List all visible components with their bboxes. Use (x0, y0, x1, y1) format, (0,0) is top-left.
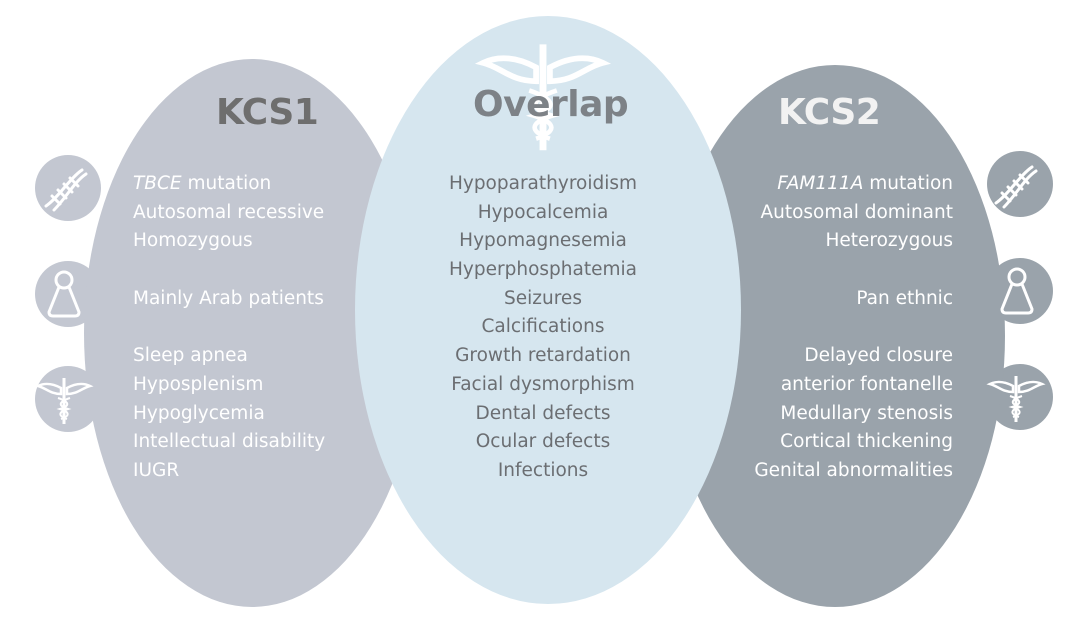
overlap-text: Hypoparathyroidism Hypocalcemia Hypomagn… (390, 170, 696, 486)
kcs2-genetics: Heterozygous (825, 230, 953, 252)
kcs1-icon-circles (35, 155, 101, 432)
kcs1-circle (84, 59, 420, 607)
kcs2-text: FAM111A mutation Autosomal dominant Hete… (754, 170, 953, 486)
overlap-feature: Hypomagnesemia (459, 230, 627, 252)
overlap-title: Overlap (473, 84, 629, 125)
kcs1-genetics: Autosomal recessive (133, 201, 325, 223)
overlap-feature: Hypoparathyroidism (448, 173, 638, 194)
kcs2-title: KCS2 (778, 92, 881, 133)
overlap-feature: Seizures (504, 287, 582, 309)
overlap-circle (355, 16, 741, 604)
kcs2-feature: anterior fontanelle (780, 373, 953, 395)
kcs1-feature: Intellectual disability (133, 431, 326, 453)
gene-name: FAM111A (777, 173, 864, 194)
kcs1-gene-line: TBCE mutation (133, 170, 325, 199)
kcs2-feature: Medullary stenosis (780, 402, 953, 424)
overlap-feature: Growth retardation (455, 345, 631, 367)
kcs1-genetics: Homozygous (133, 230, 253, 252)
kcs1-feature: IUGR (133, 459, 180, 481)
overlap-feature: Infections (497, 459, 589, 481)
kcs1-feature: Sleep apnea (133, 345, 248, 367)
kcs2-gene-line: FAM111A mutation (754, 170, 953, 199)
kcs1-population: Mainly Arab patients (133, 287, 324, 309)
kcs1-text: TBCE mutation Autosomal recessive Homozy… (133, 170, 325, 486)
kcs2-population: Pan ethnic (856, 287, 953, 309)
kcs1-title: KCS1 (216, 92, 319, 133)
overlap-feature: Hypocalcemia (477, 201, 609, 223)
overlap-feature: Calcifications (481, 316, 605, 338)
overlap-feature: Ocular defects (475, 431, 611, 453)
gene-suffix: mutation (181, 173, 272, 194)
kcs1-feature: Hyposplenism (133, 373, 264, 395)
kcs2-genetics: Autosomal dominant (760, 201, 953, 223)
kcs2-feature: Genital abnormalities (754, 459, 953, 481)
kcs2-circle (665, 65, 1005, 607)
overlap-feature: Hyperphosphatemia (449, 259, 637, 281)
overlap-feature: Dental defects (475, 402, 611, 424)
kcs2-feature: Cortical thickening (780, 431, 953, 453)
kcs2-feature: Delayed closure (804, 345, 953, 367)
gene-name: TBCE (133, 173, 182, 194)
overlap-feature: Facial dysmorphism (451, 373, 635, 395)
gene-suffix: mutation (863, 173, 953, 194)
kcs1-feature: Hypoglycemia (133, 402, 265, 424)
